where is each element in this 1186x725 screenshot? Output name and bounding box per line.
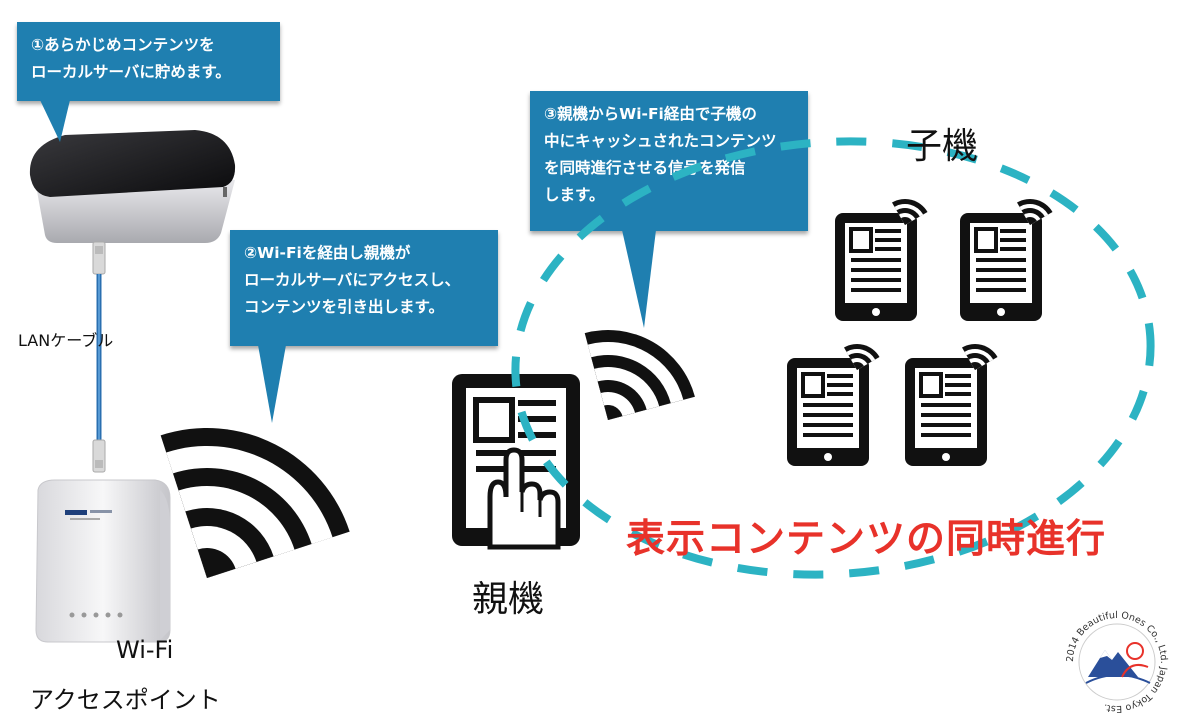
callout-step-3-tail bbox=[622, 230, 656, 328]
lan-cable-illustration bbox=[92, 241, 106, 473]
callout-step-3: ③親機からWi-Fi経由で子機の 中にキャッシュされたコンテンツ を同時進行させ… bbox=[530, 91, 808, 231]
wifi-ap-label-line1: Wi-Fi bbox=[116, 636, 174, 664]
callout-step-2-tail bbox=[258, 345, 286, 423]
wifi-ap-label-line2: アクセスポイント bbox=[30, 686, 221, 714]
child-tablet-icon bbox=[835, 199, 928, 321]
parent-tablet-icon bbox=[452, 374, 580, 550]
company-seal-logo: 2014 Beautiful Ones Co., Ltd. Japan Toky… bbox=[1065, 610, 1169, 714]
sync-group-ellipse bbox=[511, 137, 1155, 579]
parent-device-label: 親機 bbox=[472, 579, 545, 620]
callout-step-1-tail bbox=[40, 100, 70, 142]
callout-step-1: ①あらかじめコンテンツを ローカルサーバに貯めます。 bbox=[17, 22, 280, 101]
wifi-access-point-illustration bbox=[35, 479, 171, 643]
callout-step-2: ②Wi-Fiを経由し親機が ローカルサーバにアクセスし、 コンテンツを引き出しま… bbox=[230, 230, 498, 346]
child-tablet-icon bbox=[787, 344, 880, 466]
sync-headline: 表示コンテンツの同時進行 bbox=[626, 517, 1107, 562]
local-server-illustration bbox=[29, 130, 236, 243]
child-tablet-icon bbox=[905, 344, 998, 466]
child-devices-label: 子機 bbox=[906, 126, 979, 167]
wifi-signal-icon bbox=[584, 330, 695, 420]
lan-cable-label: LANケーブル bbox=[18, 331, 114, 350]
wifi-signal-icon bbox=[160, 428, 350, 578]
child-tablet-icon bbox=[960, 199, 1053, 321]
